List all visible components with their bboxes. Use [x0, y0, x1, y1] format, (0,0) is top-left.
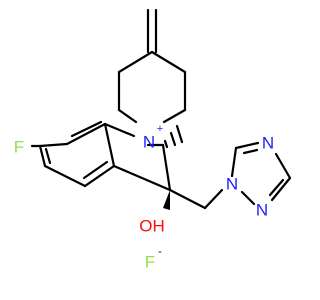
triazole-n4-label: N: [262, 134, 274, 153]
triazole-ring: [230, 141, 292, 206]
methyl-hashed-wedge: [163, 124, 184, 149]
aromatic-bond: [103, 122, 116, 168]
ring-bond: [117, 50, 154, 74]
aromatic-bond: [83, 164, 116, 188]
ring-bond: [274, 152, 292, 180]
benzene-ring: [38, 120, 116, 188]
aromatic-double-bond: [44, 147, 52, 165]
ring-bond: [230, 146, 238, 178]
fluorine-atom-label: F: [14, 138, 24, 157]
ring-bond: [270, 176, 292, 202]
ring-bond: [112, 164, 172, 192]
ring-bond: [150, 50, 187, 74]
ring-bond: [161, 143, 172, 192]
ring-bond: [117, 108, 138, 124]
ring-bond: [234, 141, 260, 150]
aromatic-double-bond: [70, 120, 103, 138]
ring-double-bond: [268, 178, 285, 197]
ch2-bond: [168, 188, 207, 210]
ring-bond: [103, 122, 136, 138]
fluoride-ion-label: F: [145, 253, 155, 272]
molecule-structure: F N + OH N N N F -: [14, 8, 292, 272]
aromatic-bond: [38, 142, 69, 148]
nitrogen-cation-label: N: [143, 133, 155, 152]
ch2-n-bond: [203, 188, 224, 210]
ring-double-bond: [242, 148, 259, 155]
fluoride-ion-charge: -: [158, 246, 162, 258]
oh-bold-wedge: [163, 190, 170, 210]
aromatic-bond: [43, 164, 87, 188]
ring-bond: [162, 108, 187, 124]
triazole-n2-label: N: [256, 201, 268, 220]
indoline-five-ring: [103, 122, 184, 192]
aromatic-double-bond: [82, 160, 109, 180]
triazole-n1-label: N: [226, 175, 238, 194]
hydroxyl-label: OH: [139, 217, 165, 236]
aromatic-bond: [38, 144, 47, 168]
aromatic-bond: [65, 122, 107, 146]
ring-bond: [240, 190, 256, 206]
piperidine-ring: [117, 8, 187, 124]
nitrogen-cation-charge: +: [157, 123, 163, 135]
